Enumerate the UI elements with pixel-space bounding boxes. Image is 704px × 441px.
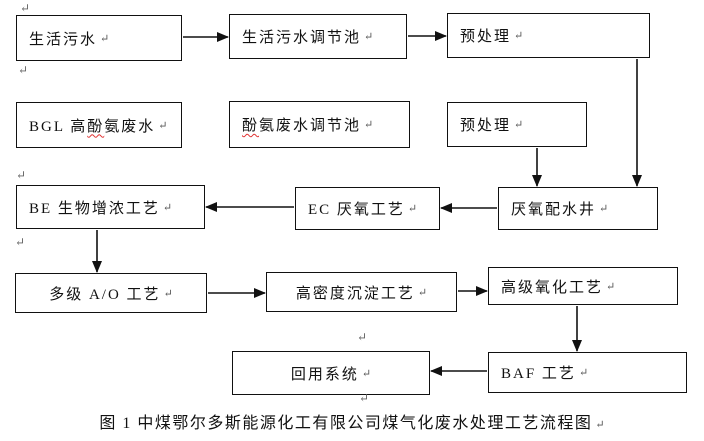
node-label: 生活污水调节池 [242, 30, 362, 46]
paragraph-mark: ↵ [359, 391, 370, 405]
misspelled-text: 酚 [87, 118, 105, 135]
node-label: 预处理 [460, 29, 512, 45]
node-label: BE 生物增浓工艺 [29, 200, 160, 217]
return-mark: ↵ [514, 30, 524, 42]
return-mark: ↵ [364, 119, 374, 131]
return-mark: ↵ [578, 367, 589, 379]
node-label: 预处理 [460, 118, 512, 134]
node-be-biological-concentration-process: BE 生物增浓工艺↵ [16, 185, 205, 229]
return-mark: ↵ [361, 367, 372, 380]
paragraph-mark: ↵ [18, 63, 29, 77]
node-domestic-sewage: 生活污水↵ [16, 15, 182, 61]
figure-caption-text: 图 1 中煤鄂尔多斯能源化工有限公司煤气化废水处理工艺流程图 [99, 415, 593, 432]
node-bgl-high-phenol-ammonia-wastewater: BGL 高酚氨废水↵ [16, 102, 182, 148]
return-mark: ↵ [100, 32, 110, 45]
node-label: EC 厌氧工艺 [308, 202, 405, 218]
node-label: 生活污水 [29, 31, 98, 48]
paragraph-mark: ↵ [16, 168, 27, 182]
paragraph-mark: ↵ [15, 235, 26, 249]
node-label: 回用系统 [290, 366, 359, 383]
return-mark: ↵ [417, 286, 428, 299]
return-mark: ↵ [162, 201, 173, 214]
return-mark: ↵ [158, 119, 168, 132]
misspelled-text: 酚 [242, 118, 260, 134]
node-baf-process: BAF 工艺↵ [488, 352, 687, 393]
node-domestic-sewage-regulation-tank: 生活污水调节池↵ [229, 14, 407, 59]
node-multistage-ao-process: 多级 A/O 工艺↵ [15, 273, 207, 313]
node-label: BGL 高酚氨废水 [29, 118, 156, 135]
paragraph-mark: ↵ [20, 1, 31, 15]
paragraph-mark: ↵ [357, 330, 368, 344]
return-mark: ↵ [595, 419, 605, 431]
node-label: BAF 工艺 [501, 366, 576, 382]
node-ec-anaerobic-process: EC 厌氧工艺↵ [295, 187, 440, 230]
node-pretreatment-top: 预处理↵ [447, 13, 650, 58]
node-pretreatment-second: 预处理↵ [447, 102, 587, 147]
node-reuse-system: 回用系统↵ [232, 351, 430, 395]
node-high-density-sedimentation-process: 高密度沉淀工艺↵ [266, 272, 457, 312]
node-label: 厌氧配水井 [511, 202, 597, 218]
return-mark: ↵ [163, 287, 173, 300]
return-mark: ↵ [364, 31, 374, 43]
node-label: 多级 A/O 工艺 [49, 286, 161, 303]
return-mark: ↵ [407, 203, 418, 215]
node-phenol-ammonia-wastewater-regulation-tank: 酚氨废水调节池↵ [229, 101, 410, 148]
return-mark: ↵ [606, 280, 616, 293]
node-label: 高密度沉淀工艺 [295, 285, 415, 302]
return-mark: ↵ [599, 203, 609, 215]
node-anaerobic-water-distribution-well: 厌氧配水井↵ [498, 187, 658, 230]
return-mark: ↵ [514, 119, 524, 131]
node-advanced-oxidation-process: 高级氧化工艺↵ [488, 267, 678, 305]
node-label: 酚氨废水调节池 [242, 118, 362, 134]
figure-caption: 图 1 中煤鄂尔多斯能源化工有限公司煤气化废水处理工艺流程图↵ [0, 409, 704, 433]
node-label: 高级氧化工艺 [501, 279, 604, 296]
